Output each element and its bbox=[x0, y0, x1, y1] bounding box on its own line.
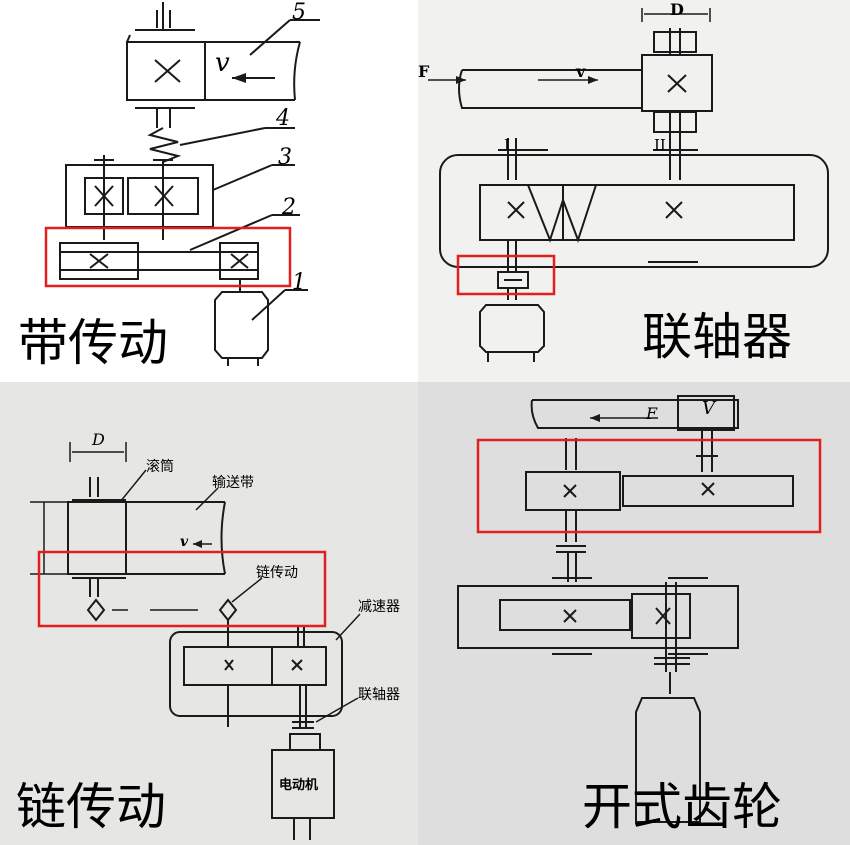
label-4: 4 bbox=[276, 106, 290, 131]
highlight-chain-drive bbox=[37, 550, 327, 628]
label-v: v bbox=[215, 48, 230, 78]
label-drum: 滚筒 bbox=[146, 459, 174, 475]
label-reducer: 减速器 bbox=[358, 599, 400, 615]
reducer-housing bbox=[457, 585, 739, 649]
label-v: v bbox=[576, 62, 586, 81]
label-chain-drive: 链传动 bbox=[256, 565, 298, 581]
label-3: 3 bbox=[278, 145, 292, 170]
label-D: D bbox=[670, 0, 684, 19]
label-2: 2 bbox=[282, 195, 296, 220]
reducer-housing bbox=[65, 164, 214, 228]
label-D: D bbox=[92, 430, 105, 449]
reducer-housing bbox=[169, 631, 343, 717]
caption-coupling: 联轴器 bbox=[642, 308, 792, 366]
open-gear-diagram bbox=[457, 395, 822, 823]
coupling-diagram bbox=[428, 8, 829, 362]
motor bbox=[635, 697, 701, 823]
highlight-open-gear bbox=[476, 438, 822, 534]
panel-coupling: D F v I II 联轴器 bbox=[418, 0, 850, 382]
caption-open-gear: 开式齿轮 bbox=[582, 778, 782, 836]
label-v: v bbox=[180, 534, 189, 550]
pinion bbox=[525, 471, 621, 511]
belt-drive-diagram bbox=[44, 2, 320, 366]
motor bbox=[271, 749, 335, 819]
panel-chain-drive: D 滚筒 输送带 v 链传动 减速器 联轴器 电动机 链传动 bbox=[0, 382, 418, 845]
label-F: F bbox=[646, 404, 658, 423]
label-conveyor-belt: 输送带 bbox=[212, 475, 254, 491]
panel-belt-drive: 5 4 3 2 1 v 带传动 bbox=[0, 0, 418, 382]
motor bbox=[214, 291, 269, 359]
label-coupling: 联轴器 bbox=[358, 687, 400, 703]
label-shaft-I: I bbox=[504, 136, 510, 154]
label-V: V bbox=[702, 398, 715, 419]
label-1: 1 bbox=[292, 270, 306, 295]
gear bbox=[622, 475, 794, 507]
panel-open-gear: F V 开式齿轮 bbox=[418, 382, 850, 845]
conveyor-drum bbox=[126, 41, 206, 101]
highlight-coupling bbox=[456, 254, 556, 296]
highlight-belt-drive bbox=[44, 226, 292, 288]
reducer-housing bbox=[439, 154, 829, 268]
label-F: F bbox=[418, 62, 430, 81]
chain-drive-diagram bbox=[30, 442, 361, 840]
label-5: 5 bbox=[292, 0, 306, 25]
motor bbox=[479, 304, 545, 353]
caption-belt-drive: 带传动 bbox=[18, 314, 168, 372]
label-shaft-II: II bbox=[654, 136, 666, 154]
caption-chain-drive: 链传动 bbox=[16, 778, 166, 836]
label-motor: 电动机 bbox=[279, 778, 319, 793]
